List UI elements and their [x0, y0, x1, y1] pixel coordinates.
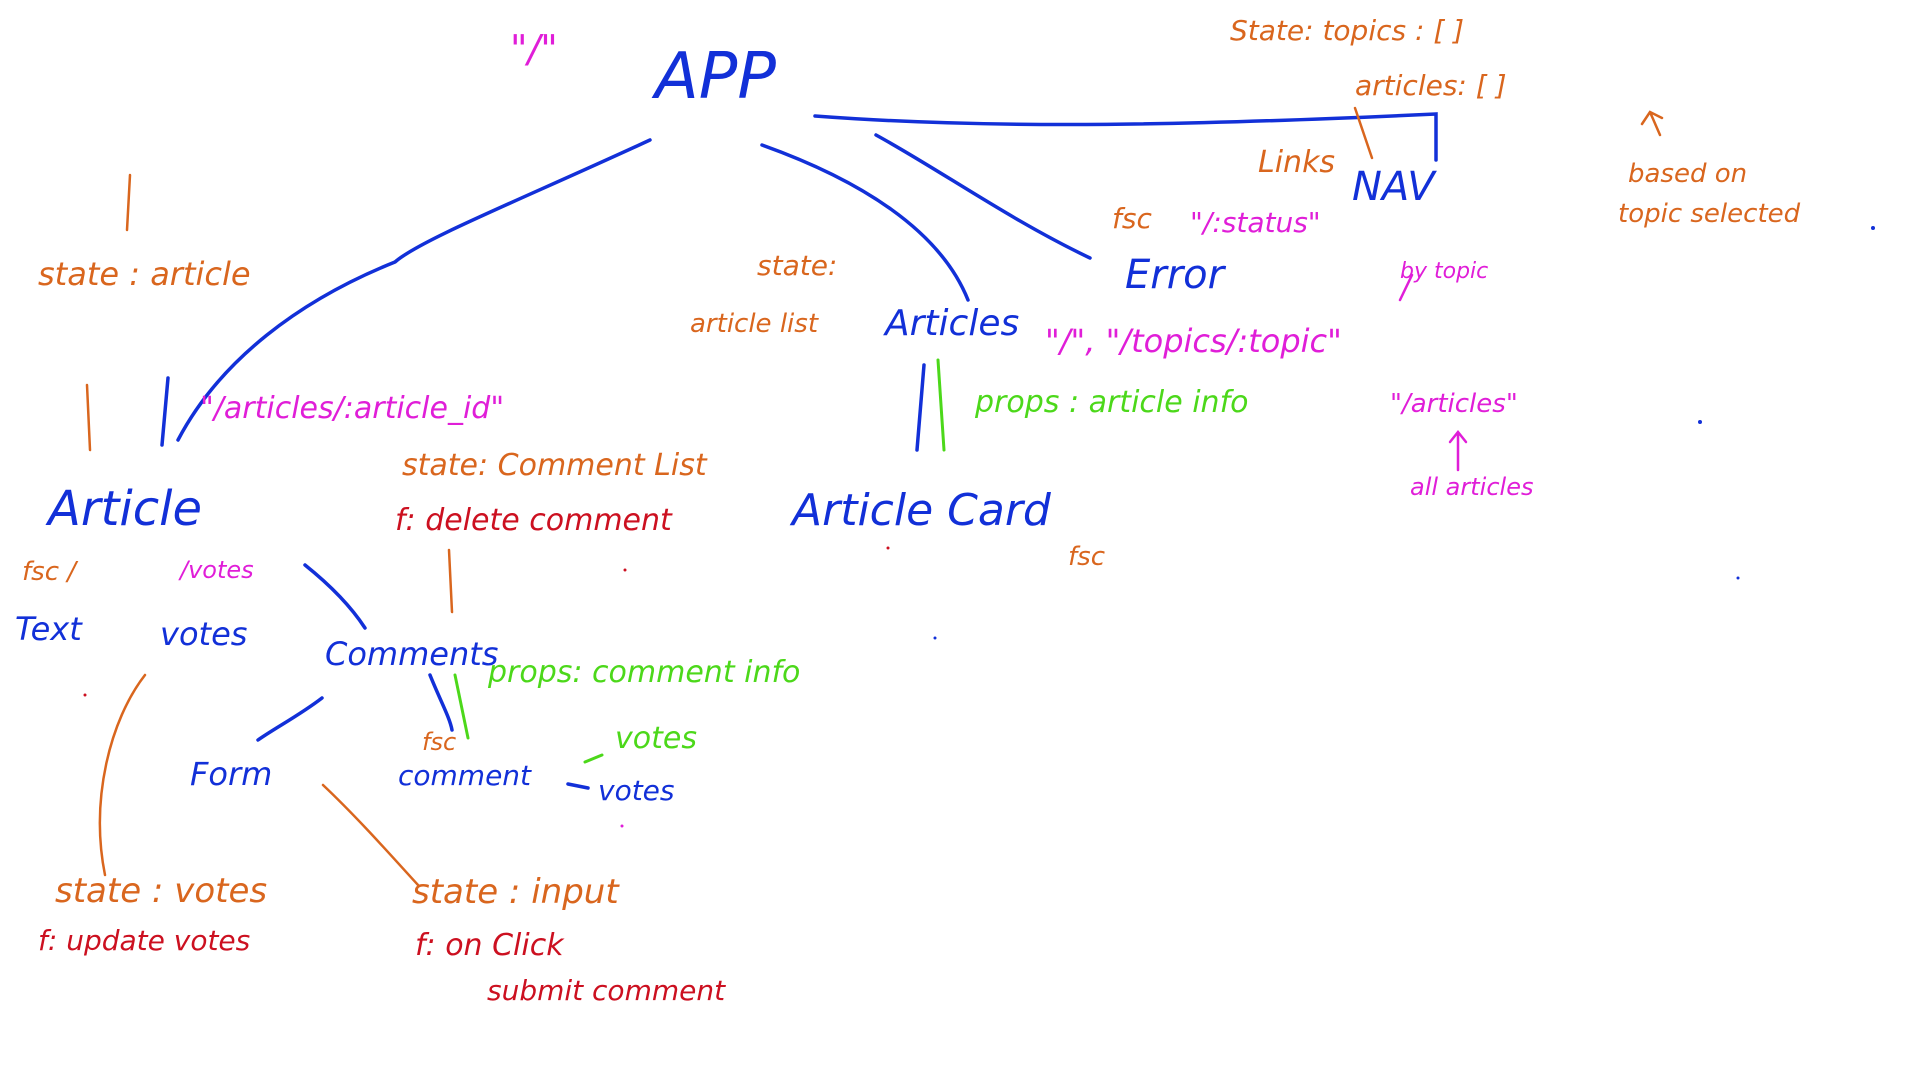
articles-node: Articles — [883, 303, 1019, 344]
props-labels: props : article info props: comment info… — [487, 385, 1249, 756]
dot — [1736, 576, 1740, 580]
state-connectors — [85, 106, 1664, 887]
based-on-label: based on — [1628, 159, 1747, 189]
article-info-props-label: props : article info — [974, 385, 1249, 420]
all-articles-label: all articles — [1410, 473, 1533, 501]
links-label: Links — [1258, 145, 1335, 180]
comments-state-tick — [447, 548, 454, 614]
fsc-comment-label: fsc — [422, 728, 456, 756]
form-node: Form — [190, 755, 272, 793]
submit-comment-label: submit comment — [487, 974, 726, 1007]
comment-node: comment — [398, 759, 532, 792]
dot — [83, 693, 87, 697]
dot — [1871, 226, 1875, 230]
comments-to-comment-line — [428, 673, 454, 732]
article-id-route: "/articles/:article_id" — [200, 391, 504, 426]
articles-props-line — [936, 358, 946, 452]
articles-to-card-line — [915, 363, 926, 452]
fsc-error-label: fsc — [1112, 202, 1152, 235]
articles-state-label-1: state: — [757, 249, 837, 282]
all-articles-arrow — [1448, 429, 1468, 472]
root-route: "/" — [510, 27, 558, 71]
comment-votes-node: votes — [598, 774, 675, 807]
app-node: APP — [651, 40, 776, 114]
function-labels: f: delete comment f: update votes f: on … — [38, 503, 726, 1007]
fsc-article-label: fsc / — [22, 557, 79, 587]
by-topic-label: by topic — [1400, 259, 1488, 284]
dot — [623, 568, 627, 572]
nav-node: NAV — [1352, 164, 1437, 210]
comments-props-line — [453, 673, 470, 740]
form-state-label: state : input — [412, 872, 620, 912]
article-card-node: Article Card — [789, 485, 1052, 536]
app-to-articles-line — [760, 143, 970, 302]
state-article-tick-bottom — [85, 383, 92, 452]
app-to-error-line — [874, 133, 1092, 260]
comments-to-form-line — [256, 696, 324, 742]
articles-paths-route: "/", "/topics/:topic" — [1045, 322, 1342, 360]
app-articles-state: articles: [ ] — [1355, 69, 1507, 102]
props-connectors — [453, 358, 946, 764]
articles-state-label-2: article list — [690, 309, 819, 339]
component-nodes: APP NAV Error Articles Article Article C… — [15, 40, 1437, 807]
app-to-article-line-2 — [160, 376, 170, 447]
on-click-label: f: on Click — [415, 928, 565, 963]
votes-props-label: votes — [615, 721, 697, 756]
article-state-label: state : article — [38, 255, 251, 293]
dot — [620, 824, 624, 828]
delete-comment-label: f: delete comment — [395, 503, 673, 538]
article-to-comments-line — [303, 563, 367, 630]
state-article-tick-top — [125, 173, 132, 232]
votes-to-state-votes-line — [98, 673, 147, 877]
articles-route: "/articles" — [1390, 389, 1518, 419]
route-labels: "/" "/:status" "/articles/:article_id" "… — [178, 27, 1533, 584]
votes-state-label: state : votes — [55, 871, 267, 911]
app-to-nav-line — [813, 112, 1438, 162]
by-topic-arrow — [1398, 273, 1414, 302]
connectors — [160, 112, 1438, 790]
text-node: Text — [15, 610, 83, 648]
app-to-article-line — [176, 138, 652, 442]
article-node: Article — [45, 481, 202, 537]
dot — [1698, 420, 1702, 424]
state-labels: State: topics : [ ] articles: [ ] based … — [22, 14, 1801, 912]
app-topics-state: State: topics : [ ] — [1230, 14, 1464, 47]
comments-state-label: state: Comment List — [402, 448, 708, 483]
comments-node: Comments — [325, 635, 498, 673]
comment-to-votes-line — [566, 782, 590, 790]
links-to-nav-line — [1353, 106, 1374, 160]
votes-route: /votes — [178, 556, 254, 584]
comment-votes-props-line — [583, 753, 604, 764]
comment-info-props-label: props: comment info — [487, 655, 800, 690]
route-connectors — [1398, 273, 1468, 472]
topic-selected-label: topic selected — [1618, 199, 1801, 229]
form-to-state-input-line — [321, 783, 420, 887]
update-votes-label: f: update votes — [38, 924, 250, 957]
status-route: "/:status" — [1190, 206, 1321, 239]
dot — [886, 546, 890, 550]
error-node: Error — [1125, 252, 1227, 298]
votes-node: votes — [160, 615, 247, 653]
dot — [933, 636, 937, 640]
based-on-arrow — [1640, 110, 1664, 137]
fsc-card-label: fsc — [1068, 542, 1105, 572]
stray-dots — [83, 226, 1875, 828]
